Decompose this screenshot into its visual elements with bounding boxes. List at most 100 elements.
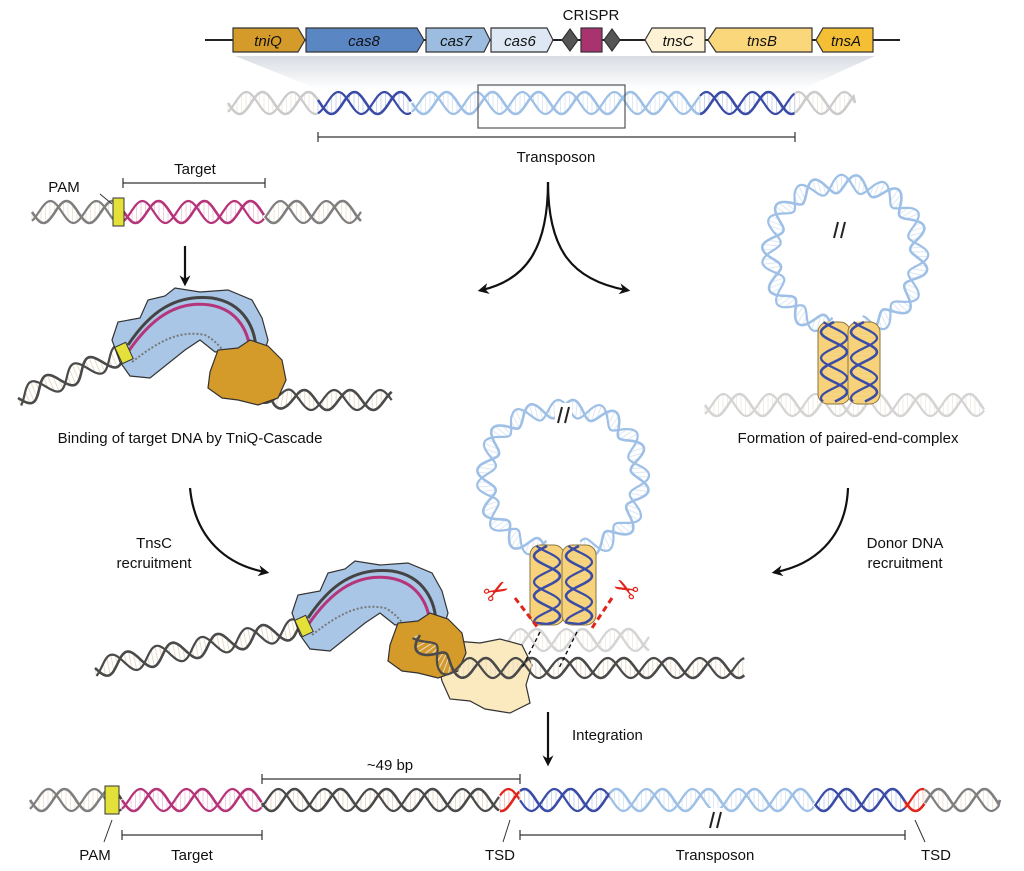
strand-back	[904, 787, 925, 809]
strand-back	[411, 637, 745, 680]
bound-dna-left	[94, 618, 301, 678]
binding-caption: Binding of target DNA by TniQ-Cascade	[58, 430, 323, 447]
strand-back	[924, 787, 1002, 813]
transposon-end-left	[519, 787, 611, 813]
target-dna-faded	[500, 627, 650, 653]
strand-back	[519, 787, 611, 813]
sequence-break-gap	[707, 808, 724, 832]
tniq-cascade-complex	[111, 287, 287, 406]
pam-leader	[99, 193, 113, 205]
gene-label-cas6: cas6	[504, 33, 536, 50]
strand-front	[903, 800, 926, 813]
tnsc-recruitment-label-1: TnsC	[136, 535, 172, 552]
target-bracket	[122, 178, 266, 188]
integration-complex	[291, 560, 533, 714]
strand-back	[819, 321, 849, 403]
base-pairs	[317, 92, 409, 114]
strand-front	[414, 634, 746, 680]
donor-recruitment-label-1: Donor DNA	[867, 535, 944, 552]
non-target-strand	[311, 605, 416, 644]
strand-front	[94, 623, 301, 678]
bound-dna-right	[411, 634, 746, 680]
strand-front	[923, 787, 1002, 813]
transposon-bracket	[317, 132, 796, 142]
base-pairs	[762, 174, 929, 334]
cleavage-site-left	[513, 597, 540, 629]
base-pairs	[477, 399, 649, 556]
target-label: Target	[174, 161, 217, 178]
dna-helices	[17, 90, 1002, 815]
flank-dna-right	[923, 787, 1002, 813]
strand-front	[819, 320, 849, 403]
tsd-leader-left	[502, 819, 511, 843]
strand-front	[120, 787, 263, 813]
transposon-end-left	[819, 320, 849, 403]
strand-front	[260, 787, 500, 813]
flank-dna-left	[30, 199, 114, 225]
strand-front	[316, 90, 413, 116]
gene-label-tnsc: tnsC	[663, 33, 694, 50]
strand-back	[532, 545, 562, 626]
dna-helices-front	[411, 218, 879, 832]
strand-back	[121, 787, 263, 813]
pam-box	[114, 341, 134, 365]
sequence-break-icon	[833, 221, 846, 239]
tsd-right	[903, 787, 926, 813]
gene-label-tnsa: tnsA	[831, 33, 861, 50]
pam-box	[294, 614, 314, 638]
gene-cas8	[305, 27, 425, 53]
strand-front	[699, 90, 796, 116]
transposon-body	[609, 787, 816, 813]
base-pairs	[499, 789, 519, 811]
strand-back	[704, 392, 985, 418]
transposon-label: Transposon	[517, 149, 596, 166]
gene-tnsc	[644, 27, 706, 53]
sequence-break-gap	[831, 218, 848, 242]
strand-back	[814, 787, 906, 813]
strand-back	[227, 90, 319, 116]
crispr-repeat-left	[561, 27, 579, 53]
strand-back	[317, 90, 412, 116]
transposon-end-right	[849, 320, 879, 403]
base-pairs	[794, 92, 854, 114]
gene-cas7	[425, 27, 491, 53]
gene-label-cas7: cas7	[440, 33, 472, 50]
strand-front	[532, 544, 562, 626]
strand-front	[410, 90, 701, 116]
base-pairs	[17, 347, 122, 406]
cassette-zoom-box	[477, 84, 626, 129]
strand-back	[411, 90, 701, 116]
sequence-break-icon	[557, 406, 570, 424]
strand-front	[121, 199, 266, 225]
donor-recruitment-arrow	[771, 487, 850, 577]
flank-dna-left	[226, 90, 320, 116]
pam-box	[104, 785, 120, 815]
strand-front	[28, 787, 106, 813]
gene-label-cas8: cas8	[348, 33, 380, 50]
tsd-right-label: TSD	[921, 847, 951, 864]
product-pam-label: PAM	[79, 847, 110, 864]
tsd-left-label: TSD	[485, 847, 515, 864]
gene-tnsb	[707, 27, 813, 53]
tnsc-recruitment-arrow	[188, 487, 270, 577]
paired-end-caption: Formation of paired-end-complex	[738, 430, 959, 447]
sequence-break-icon	[709, 811, 722, 829]
strand-front	[499, 790, 521, 813]
pam-label: PAM	[48, 179, 79, 196]
transposon-end-right	[813, 787, 907, 813]
strand-back	[95, 618, 299, 677]
crispr-array	[580, 27, 603, 53]
strand-back	[476, 398, 651, 556]
strand-front	[263, 199, 362, 225]
cleavage-site-right	[590, 597, 614, 629]
tsd-left	[499, 787, 521, 813]
scissors-icon-left: ✂	[478, 571, 516, 612]
strand-back	[122, 199, 265, 225]
tniq-protein	[207, 339, 287, 406]
crispr-label: CRISPR	[563, 7, 620, 24]
tsd-leader-right	[914, 819, 926, 843]
transposon-body	[410, 90, 701, 116]
strand-back	[501, 627, 650, 653]
base-pairs	[699, 92, 795, 114]
